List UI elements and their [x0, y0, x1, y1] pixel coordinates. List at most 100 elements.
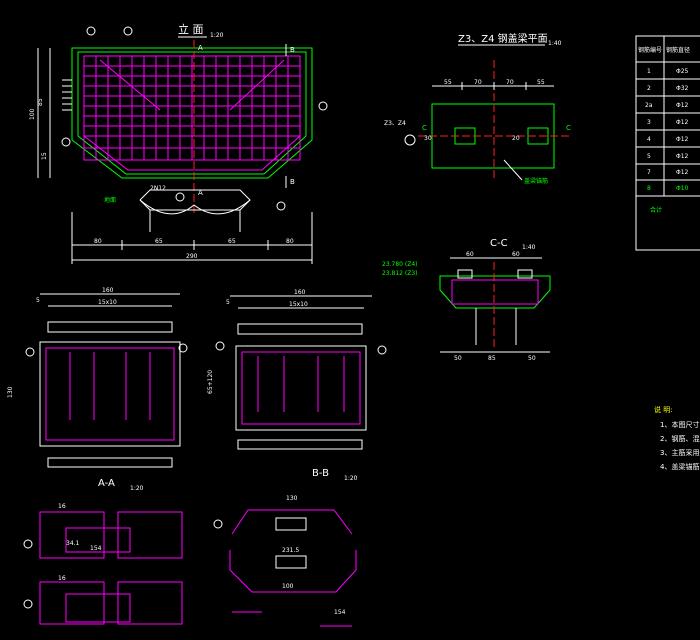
bb-top-box	[275, 517, 307, 531]
panel1-outline	[39, 341, 181, 447]
table-row-lines	[636, 78, 700, 181]
table-header-1: 钢筋编号	[638, 46, 662, 54]
panel1-rebar	[45, 347, 175, 441]
rebar-table: 钢筋编号 钢筋直径 1 2 2a 3 4 5 7 8 Φ25 Φ32 Φ12 Φ…	[635, 35, 700, 251]
cc-bearing-left	[457, 269, 473, 279]
plan-dim-4: 55	[537, 79, 545, 86]
rebar-mesh-horizontal	[84, 65, 300, 149]
panel1-bar-numbers	[47, 321, 173, 333]
table-value-3: Φ12	[676, 102, 689, 109]
cap-beam-outline	[71, 47, 313, 179]
notes: 说 明: 1、本图尺寸以厘米计 2、钢筋、混凝土 3、主筋采用焊接 4、盖梁锚筋	[654, 405, 700, 471]
table-value-8: Φ10	[676, 185, 689, 192]
table-row-2: 2	[647, 85, 651, 92]
table-frame	[635, 35, 700, 251]
plan-anchor-label: 盖梁锚筋	[524, 177, 548, 185]
rebar-panel-2: 160 15x10 5 65+120	[207, 289, 387, 450]
notes-line-4: 4、盖梁锚筋	[660, 462, 699, 471]
rebar-panel-1: 160 15x10 5 130	[7, 287, 188, 468]
pile-mark-icon	[404, 134, 416, 146]
aa-view-scale: 1:20	[130, 485, 144, 492]
dim-bottom-2: 65	[155, 238, 163, 245]
cut-a-bottom: A	[198, 189, 203, 197]
cc-section-outline	[439, 275, 551, 309]
panel2-bar-numbers	[237, 323, 363, 335]
panel1-callout-icon	[25, 347, 35, 357]
callout-5-icon	[318, 101, 328, 111]
table-value-1: Φ25	[676, 68, 689, 75]
label-ground: 地面	[104, 196, 116, 204]
aa-lower-right	[117, 581, 183, 625]
cut-c-left: C	[422, 124, 427, 132]
pile-arc	[139, 199, 251, 215]
aa-dim-3: 154	[90, 545, 102, 552]
cap-beam-inner-outline	[77, 51, 307, 175]
cut-b-bottom: B	[290, 178, 295, 186]
table-row-8: 8	[647, 185, 651, 192]
cc-dim-bottom-1: 50	[454, 355, 462, 362]
plan-dim-3: 70	[506, 79, 514, 86]
table-row-4: 3	[647, 119, 651, 126]
dim-bottom-1: 80	[94, 238, 102, 245]
cc-view-scale: 1:40	[522, 244, 536, 251]
dim-left-1: 85	[37, 98, 44, 106]
front-view-title: 立 面	[178, 22, 204, 36]
bb-top-bar	[231, 509, 353, 535]
panel2-dim-total: 160	[294, 289, 306, 296]
aa-dim-4: 34.1	[66, 540, 80, 547]
panel2-edge: 5	[226, 299, 230, 306]
table-row-7: 7	[647, 169, 651, 176]
panel2-side: 65+120	[207, 370, 214, 394]
aa-upper-left	[39, 511, 105, 559]
panel2-bottom-numbers	[237, 439, 363, 450]
rebar-diagonal-right	[229, 59, 285, 111]
dim-left-3: 15	[41, 152, 48, 160]
notes-line-3: 3、主筋采用焊接	[660, 448, 700, 457]
aa-callout-icon	[23, 539, 33, 549]
table-value-4: Φ12	[676, 119, 689, 126]
plan-mark: Z3、Z4	[384, 120, 406, 127]
panel1-side: 130	[7, 386, 14, 398]
dim-bottom-3: 65	[228, 238, 236, 245]
table-value-6: Φ12	[676, 153, 689, 160]
bb-view: B-B 1:20 130 231.5 100 154	[213, 468, 358, 627]
panel1-dim-total: 160	[102, 287, 114, 294]
aa-lower-left	[39, 581, 105, 625]
table-row-1: 1	[647, 68, 651, 75]
rebar-bottom-bend	[83, 135, 301, 171]
table-row-6: 5	[647, 153, 651, 160]
notes-title: 说 明:	[654, 405, 673, 414]
cc-level-2: 23.812 (Z3)	[382, 270, 418, 277]
bb-view-title: B-B	[312, 468, 329, 479]
rebar-diagonal-left	[99, 59, 161, 111]
panel2-outline	[235, 345, 367, 431]
cut-b-top: B	[290, 46, 295, 54]
plan-view: Z3、Z4 钢盖梁平面 1:40 55 70 70 55 30 20 Z3、Z4…	[384, 32, 571, 185]
plan-view-scale: 1:40	[548, 40, 562, 47]
aa-view-title: A-A	[98, 478, 115, 489]
bb-mid-box	[275, 555, 307, 569]
panel2-rebar	[241, 351, 361, 425]
aa-callout-lower-icon	[23, 599, 33, 609]
bb-bottom-bar	[229, 550, 357, 593]
plan-dim-right: 20	[512, 135, 520, 142]
bb-view-scale: 1:20	[344, 475, 358, 482]
cc-dim-top-2: 60	[512, 251, 520, 258]
callout-4-icon	[61, 137, 71, 147]
notes-line-2: 2、钢筋、混凝土	[660, 434, 700, 443]
aa-dim-1: 16	[58, 503, 66, 510]
aa-view: A-A 1:20 16 16 154 34.1	[23, 478, 183, 625]
dim-left-2: 100	[29, 108, 36, 120]
label-2n12: 2N12	[150, 185, 166, 192]
panel1-edge: 5	[36, 297, 40, 304]
notes-line-1: 1、本图尺寸以厘米计	[660, 420, 700, 429]
aa-lower-mid	[65, 593, 131, 623]
rebar-ticks-left	[62, 79, 72, 111]
callout-1-icon	[123, 26, 133, 36]
cc-rebar-cage	[451, 279, 539, 305]
table-value-5: Φ12	[676, 136, 689, 143]
table-header-2: 钢筋直径	[666, 46, 690, 54]
table-value-2: Φ32	[676, 85, 689, 92]
cc-dim-bottom-3: 50	[528, 355, 536, 362]
